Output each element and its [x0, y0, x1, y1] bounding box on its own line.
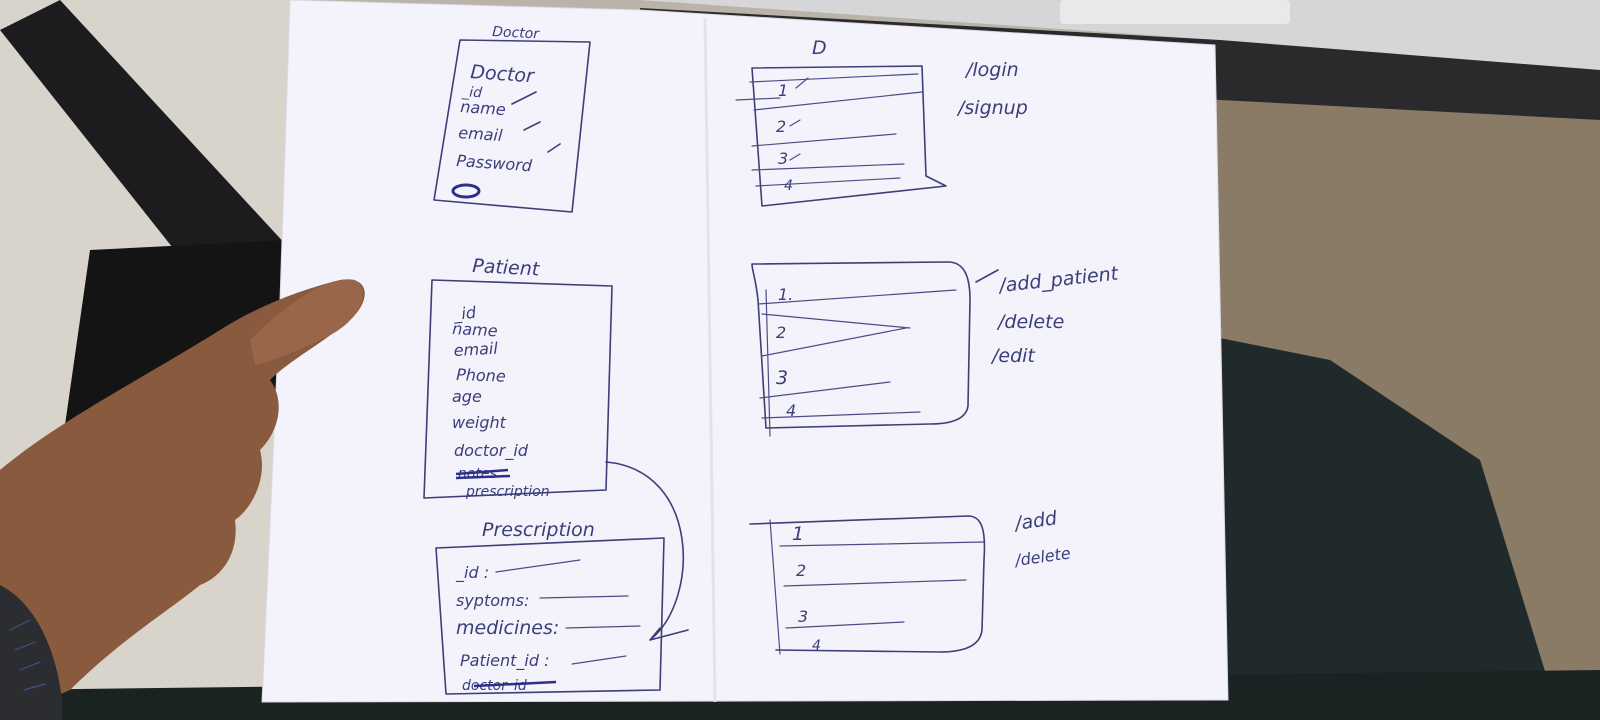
- route-delete: /delete: [996, 311, 1064, 333]
- laptop-trackpad: [1060, 0, 1290, 24]
- dark-trousers: [1180, 330, 1560, 720]
- prescription-table: Prescription _id : syptoms: medicines: P…: [435, 519, 665, 695]
- prescription-table-title: Prescription: [482, 519, 595, 541]
- patient-field-8: prescription: [465, 484, 550, 500]
- patient-table-title: Patient: [472, 255, 542, 281]
- patient-list-row-4: 4: [786, 401, 796, 420]
- patient-field-1: name: [452, 319, 498, 340]
- laptop-surface: [640, 0, 1600, 70]
- patient-field-6: doctor_id: [454, 441, 529, 461]
- notes-strikethrough: [455, 468, 511, 480]
- doctor-list-row-1: 1: [778, 81, 788, 100]
- doctor-field-2: name: [460, 97, 507, 119]
- patient-field-5: weight: [452, 413, 507, 432]
- prescription-field-2: medicines:: [456, 617, 559, 639]
- watch-notches: [9, 619, 46, 691]
- doctor-list-title: D: [812, 37, 827, 59]
- doctor-field-3: email: [458, 123, 504, 145]
- patient-field-2: email: [453, 339, 499, 360]
- doctor-list-row-4: 4: [784, 178, 793, 194]
- prescription-field-3: Patient_id :: [460, 651, 550, 671]
- patient-field-3: Phone: [456, 365, 506, 386]
- watch-band: [0, 585, 62, 720]
- prescription-list-row-1: 1: [792, 523, 804, 545]
- prescription-field-1: syptoms:: [456, 591, 529, 610]
- doctor-id-strikethrough: [473, 680, 557, 688]
- doctor-table-title: Doctor: [492, 24, 541, 42]
- prescription-list-row-4: 4: [812, 638, 821, 654]
- hand: [0, 279, 365, 720]
- route-edit: /edit: [990, 345, 1036, 367]
- thumb: [250, 279, 363, 365]
- prescription-field-0: _id :: [455, 563, 489, 583]
- patient-field-4: age: [452, 387, 482, 406]
- doctor-field-1: _id: [461, 84, 483, 101]
- doctor-field-0: Doctor: [470, 61, 536, 87]
- patient-list-row-3: 3: [776, 367, 788, 389]
- route-login: /login: [964, 59, 1019, 81]
- paper-fold: [703, 17, 717, 703]
- paper-sheet: [261, 0, 1229, 703]
- patient-table: Patient _id name email Phone age weight …: [423, 255, 689, 641]
- route-signup: /signup: [956, 97, 1028, 119]
- relation-arrow: [605, 461, 689, 641]
- patient-field-0: _id: [451, 303, 477, 325]
- doctor-list-wireframe: D 1 2 3 4 /login /signup: [735, 37, 1028, 207]
- prescription-list-row-2: 2: [796, 561, 806, 580]
- patient-list-row-2: 2: [776, 323, 786, 342]
- prescription-list-row-3: 3: [798, 607, 808, 626]
- doctor-list-row-2: 2: [776, 117, 786, 136]
- scribble-mark: [451, 183, 481, 199]
- patient-list-row-1: 1.: [778, 285, 793, 304]
- doctor-list-row-3: 3: [778, 149, 788, 168]
